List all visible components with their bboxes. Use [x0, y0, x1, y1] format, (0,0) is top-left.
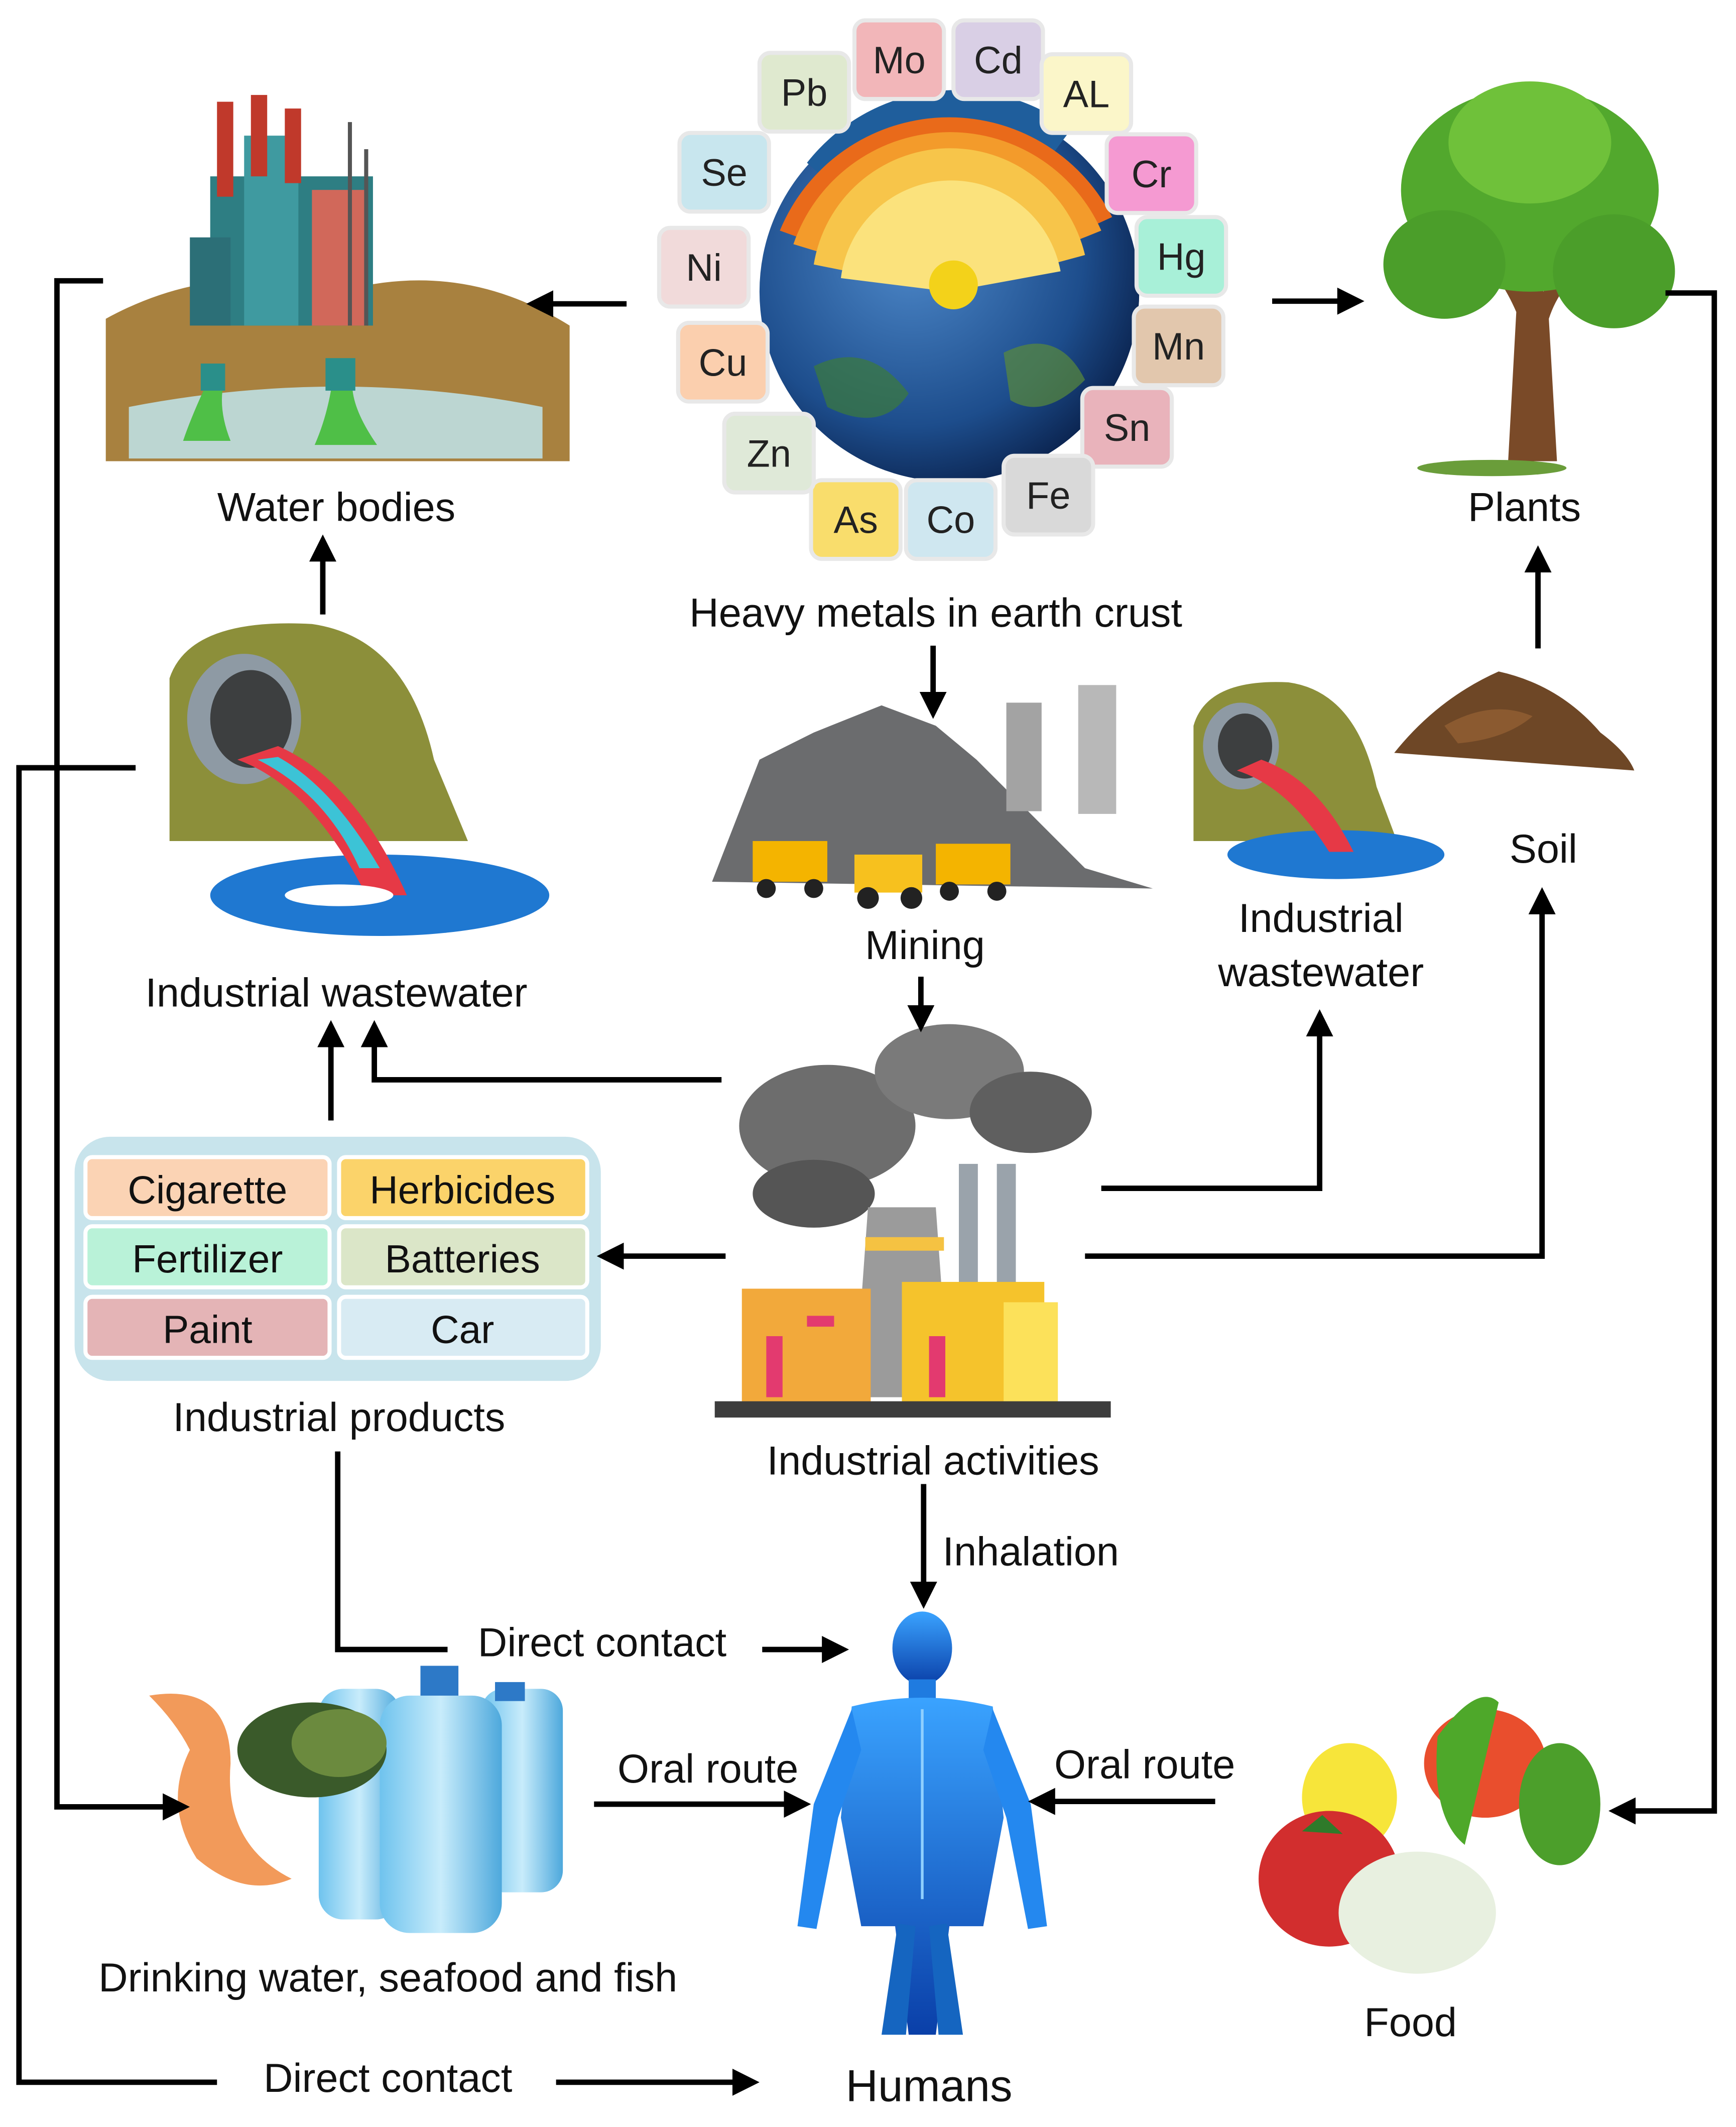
label-industrial-wastewater-left: Industrial wastewater — [145, 971, 527, 1016]
label-inhalation: Inhalation — [943, 1529, 1119, 1575]
label-industrial-wastewater-right-line1: Industrial — [1238, 896, 1404, 941]
metal-symbol: As — [834, 500, 878, 542]
wastewater-pipe-illustration-left — [169, 623, 550, 936]
wastewater-pipe-illustration-right — [1193, 682, 1445, 879]
label-heavy-metals-earth-crust: Heavy metals in earth crust — [689, 590, 1182, 636]
metal-symbol: AL — [1063, 73, 1110, 115]
product-label: Car — [431, 1308, 494, 1352]
metal-symbol: Zn — [747, 433, 791, 475]
metal-symbol: Fe — [1026, 475, 1070, 517]
label-oral-route-left: Oral route — [617, 1746, 798, 1792]
metal-symbol: Cu — [699, 342, 748, 384]
product-tile-fertilizer: Fertilizer — [83, 1224, 332, 1289]
metal-tile-co: Co — [904, 478, 998, 561]
metal-tile-cr: Cr — [1104, 132, 1198, 215]
metal-tile-as: As — [809, 478, 903, 561]
label-drinking-water-seafood-fish: Drinking water, seafood and fish — [98, 1955, 677, 2000]
metal-symbol: Pb — [781, 72, 828, 114]
label-humans: Humans — [846, 2061, 1013, 2111]
metal-tile-zn: Zn — [722, 411, 816, 495]
label-industrial-products: Industrial products — [173, 1395, 505, 1440]
metal-tile-fe: Fe — [1002, 453, 1095, 537]
industrial-products-panel: Cigarette Herbicides Fertilizer Batterie… — [74, 1136, 601, 1381]
tree-illustration — [1383, 81, 1675, 477]
label-oral-route-right: Oral route — [1054, 1742, 1235, 1788]
metal-tile-mo: Mo — [852, 18, 946, 101]
metal-symbol: Cd — [974, 40, 1023, 82]
label-direct-contact-top: Direct contact — [478, 1620, 726, 1666]
human-body-illustration — [797, 1611, 1047, 2035]
metal-tile-cu: Cu — [676, 320, 770, 404]
metal-tile-ni: Ni — [657, 225, 751, 309]
product-label: Herbicides — [369, 1167, 555, 1212]
label-water-bodies: Water bodies — [217, 485, 455, 530]
metal-symbol: Co — [926, 500, 975, 542]
metal-tile-hg: Hg — [1134, 215, 1228, 298]
metal-tile-sn: Sn — [1080, 386, 1174, 469]
metal-symbol: Cr — [1132, 154, 1172, 196]
product-label: Fertilizer — [132, 1237, 283, 1281]
product-tile-herbicides: Herbicides — [337, 1155, 589, 1221]
label-food: Food — [1364, 2000, 1457, 2045]
seafood-and-bottled-water-illustration — [149, 1666, 563, 1933]
product-label: Batteries — [385, 1237, 540, 1281]
product-label: Cigarette — [128, 1167, 287, 1212]
metal-symbol: Hg — [1157, 237, 1206, 279]
metal-symbol: Mn — [1152, 326, 1205, 368]
label-industrial-wastewater-right-line2: wastewater — [1217, 950, 1424, 995]
metal-tiles: Mo Cd AL Cr Hg Mn Sn Fe Co As Zn Cu Ni S… — [657, 18, 1228, 561]
metal-symbol: Sn — [1104, 407, 1151, 449]
vegetables-illustration — [1259, 1697, 1600, 1974]
metal-tile-pb: Pb — [757, 51, 851, 134]
label-soil: Soil — [1510, 826, 1577, 872]
product-tile-batteries: Batteries — [337, 1224, 589, 1289]
product-tile-paint: Paint — [83, 1294, 332, 1360]
polluted-factory-illustration — [105, 95, 570, 461]
earth-cross-section-illustration — [759, 90, 1140, 482]
soil-pile-illustration — [1394, 671, 1635, 771]
metal-symbol: Mo — [873, 40, 926, 82]
metal-symbol: Ni — [686, 247, 721, 289]
product-label: Paint — [163, 1308, 253, 1352]
product-tile-cigarette: Cigarette — [83, 1155, 332, 1221]
label-direct-contact-bottom: Direct contact — [264, 2056, 512, 2101]
metal-symbol: Se — [701, 152, 748, 194]
metal-tile-se: Se — [677, 131, 771, 214]
connector-arrows — [16, 278, 1717, 2096]
product-tile-car: Car — [337, 1294, 589, 1360]
metal-tile-cd: Cd — [951, 18, 1045, 101]
metal-tile-al: AL — [1039, 52, 1134, 135]
label-industrial-activities: Industrial activities — [767, 1439, 1099, 1484]
factory-illustration — [714, 1024, 1111, 1418]
label-plants: Plants — [1468, 485, 1581, 530]
label-mining: Mining — [865, 923, 985, 968]
metal-tile-mn: Mn — [1132, 304, 1225, 388]
mining-illustration — [712, 685, 1153, 909]
